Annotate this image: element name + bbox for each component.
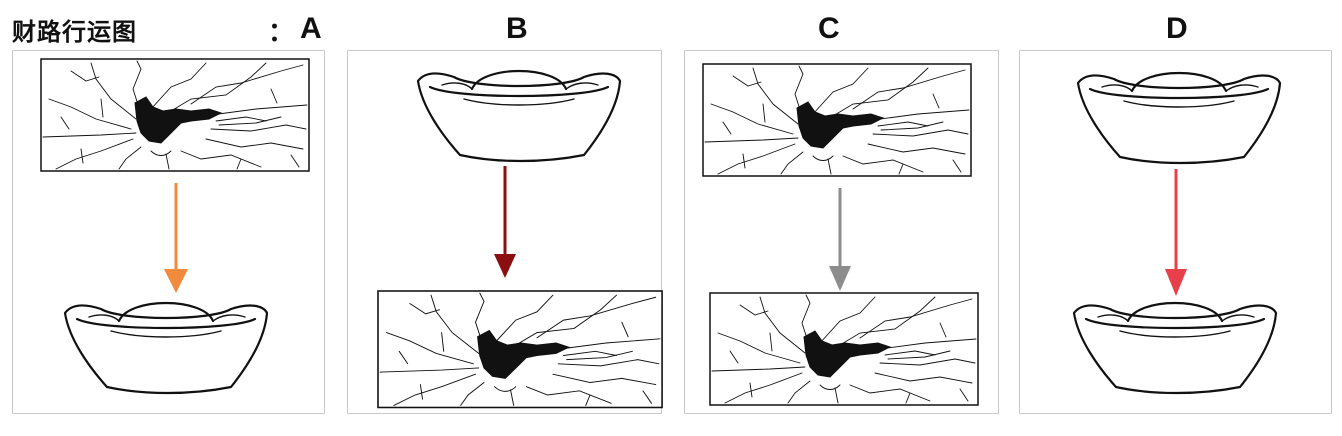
panel-d[interactable] (1019, 50, 1332, 414)
gold-ingot-icon (1072, 301, 1278, 395)
panel-b-graphic (377, 69, 663, 409)
gold-ingot-icon (63, 301, 269, 395)
arrow-down-icon (494, 166, 516, 278)
panel-a-graphic (40, 58, 310, 395)
arrow-down-icon (1165, 169, 1187, 296)
title-colon: ： (268, 18, 295, 48)
cracked-wall-icon (702, 63, 972, 177)
panel-a[interactable] (12, 50, 325, 414)
cracked-wall-icon (709, 292, 979, 406)
panel-c[interactable] (684, 50, 999, 414)
arrow-down-icon (829, 188, 851, 291)
diagram-title: 财路行运图 (12, 18, 137, 46)
arrow-down-icon (164, 183, 188, 293)
cracked-wall-icon (40, 58, 310, 172)
panel-d-graphic (1072, 71, 1282, 395)
option-label-a: A (300, 12, 322, 45)
panel-c-graphic (702, 63, 979, 406)
cracked-wall-icon (377, 290, 663, 409)
option-label-b: B (506, 12, 528, 45)
panel-b[interactable] (347, 50, 663, 414)
option-label-c: C (818, 12, 840, 45)
gold-ingot-icon (416, 69, 622, 163)
gold-ingot-icon (1076, 71, 1282, 165)
option-label-d: D (1166, 12, 1188, 45)
